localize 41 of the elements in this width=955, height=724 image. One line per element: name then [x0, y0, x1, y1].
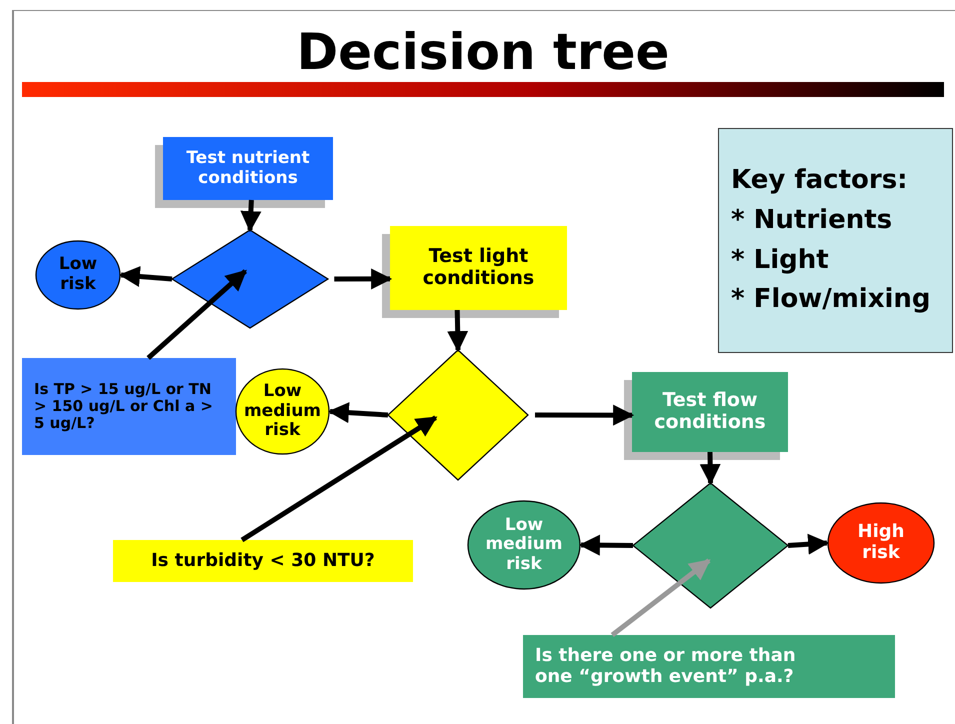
question-box [113, 540, 413, 582]
list-item: * Nutrients [731, 206, 892, 236]
process-box [390, 226, 567, 310]
arrow [788, 534, 830, 555]
list-item: * Light [731, 246, 829, 276]
arrow [118, 266, 172, 287]
outcome-ellipse [35, 240, 121, 310]
question-box [22, 358, 236, 455]
decision-diamond [633, 483, 788, 608]
node-label: Is there one or more than one “growth event” p.a.? [535, 646, 797, 688]
arrow [146, 269, 247, 360]
node-label: Test flow conditions [653, 390, 767, 434]
panel-heading: Key factors: [731, 166, 908, 196]
outcome-ellipse [467, 500, 581, 590]
key-factors-panel [718, 128, 953, 353]
outcome-ellipse [827, 502, 935, 584]
question-box [523, 635, 895, 698]
arrow [240, 415, 438, 542]
arrow [334, 268, 392, 290]
node-label: Test light conditions [422, 246, 536, 290]
title-banner: Decision tree [22, 22, 944, 97]
arrow [535, 404, 634, 426]
arrow [610, 558, 711, 637]
node-label: High risk [856, 522, 906, 564]
decision-diamond [172, 230, 328, 328]
arrow [578, 534, 634, 556]
list-item: * Flow/mixing [731, 285, 931, 316]
node-label: Low risk [58, 255, 98, 295]
node-label: Test nutrient conditions [185, 148, 311, 188]
node-label: Is turbidity < 30 NTU? [151, 550, 375, 572]
process-box [163, 137, 333, 200]
node-label: Low medium risk [242, 382, 322, 441]
arrow [700, 452, 721, 486]
node-label: Low medium risk [484, 516, 564, 574]
process-box [632, 372, 788, 452]
node-label: Is TP > 15 ug/L or TN > 150 ug/L or Chl a > 5 ug/L? [34, 380, 214, 432]
arrow [328, 402, 388, 424]
arrow [447, 310, 468, 352]
outcome-ellipse [235, 368, 330, 455]
decision-diamond [388, 350, 528, 480]
arrow [240, 200, 262, 232]
